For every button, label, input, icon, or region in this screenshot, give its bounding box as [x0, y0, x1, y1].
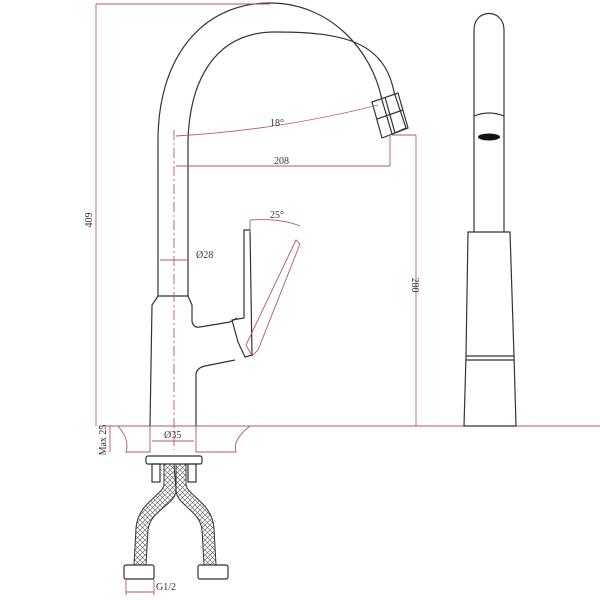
svg-text:Ø28: Ø28 — [196, 250, 213, 261]
faucet-body — [149, 295, 238, 427]
dimension-spout-reach: 208 — [176, 134, 391, 167]
side-spout — [473, 13, 505, 232]
svg-text:208: 208 — [274, 156, 289, 167]
dimension-mounting-hole: Ø35 — [152, 430, 194, 442]
front-view: 409 18° 208 280 25° Ø28 Max 25 — [84, 2, 600, 595]
hose-right — [175, 463, 217, 566]
svg-text:280: 280 — [409, 278, 420, 293]
svg-text:18°: 18° — [270, 118, 284, 129]
mounting-hardware — [123, 455, 229, 580]
svg-text:25°: 25° — [270, 210, 284, 221]
svg-text:G1/2: G1/2 — [156, 582, 176, 593]
dimension-spout-angle: 18° — [175, 104, 379, 137]
side-view — [463, 13, 517, 427]
dimension-connection-thread: G1/2 — [125, 579, 176, 595]
aerator-outlet — [478, 133, 500, 141]
dimension-body-diameter: Ø28 — [160, 250, 213, 261]
spout-outline — [157, 2, 407, 296]
svg-text:Max 25: Max 25 — [98, 425, 109, 456]
handle-lever — [231, 229, 253, 358]
dimension-max-deck: Max 25 — [98, 425, 111, 456]
aerator — [371, 92, 409, 139]
handle-rotated — [245, 239, 301, 357]
side-body — [463, 231, 517, 427]
svg-text:Ø35: Ø35 — [164, 430, 181, 441]
dimension-handle-angle: 25° — [249, 210, 301, 232]
hose-left — [133, 463, 177, 566]
dim-409: 409 — [84, 213, 95, 228]
deck-section — [100, 425, 600, 453]
dimension-spout-height: 280 — [392, 134, 420, 426]
dimension-overall-height: 409 — [84, 3, 270, 426]
